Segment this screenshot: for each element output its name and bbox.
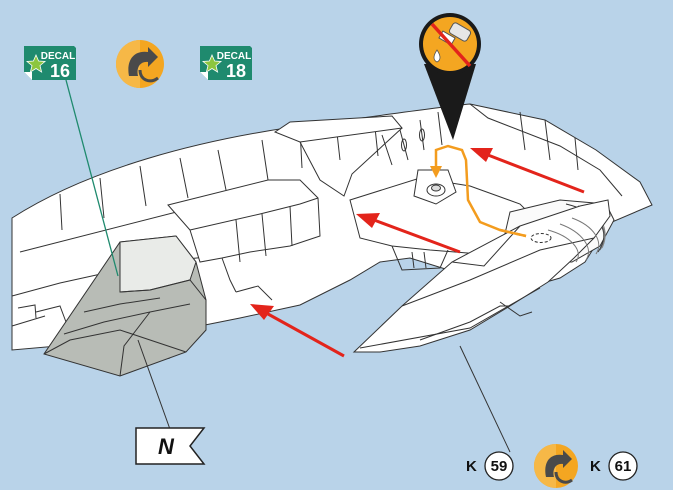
decal-16-number: 16: [50, 61, 70, 81]
decal-18-badge: DECAL 18: [200, 46, 252, 81]
part-k61-number: 61: [615, 458, 632, 475]
arrow-lower: [250, 304, 344, 356]
rotate-flip-icon-bottom: [534, 444, 578, 488]
part-k59-number: 59: [491, 458, 508, 475]
wing-part-leader: [460, 346, 510, 452]
paint-code-letter: N: [158, 434, 175, 459]
part-k61-prefix: K: [590, 458, 601, 475]
part-ref-k61: K 61: [590, 452, 637, 480]
decal-18-number: 18: [226, 61, 246, 81]
part-ref-k59: K 59: [466, 452, 513, 480]
part-k59-prefix: K: [466, 458, 477, 475]
paint-flag: N: [136, 428, 204, 464]
rotate-flip-icon: [116, 40, 164, 88]
decal-16-badge: DECAL 16: [24, 46, 76, 81]
